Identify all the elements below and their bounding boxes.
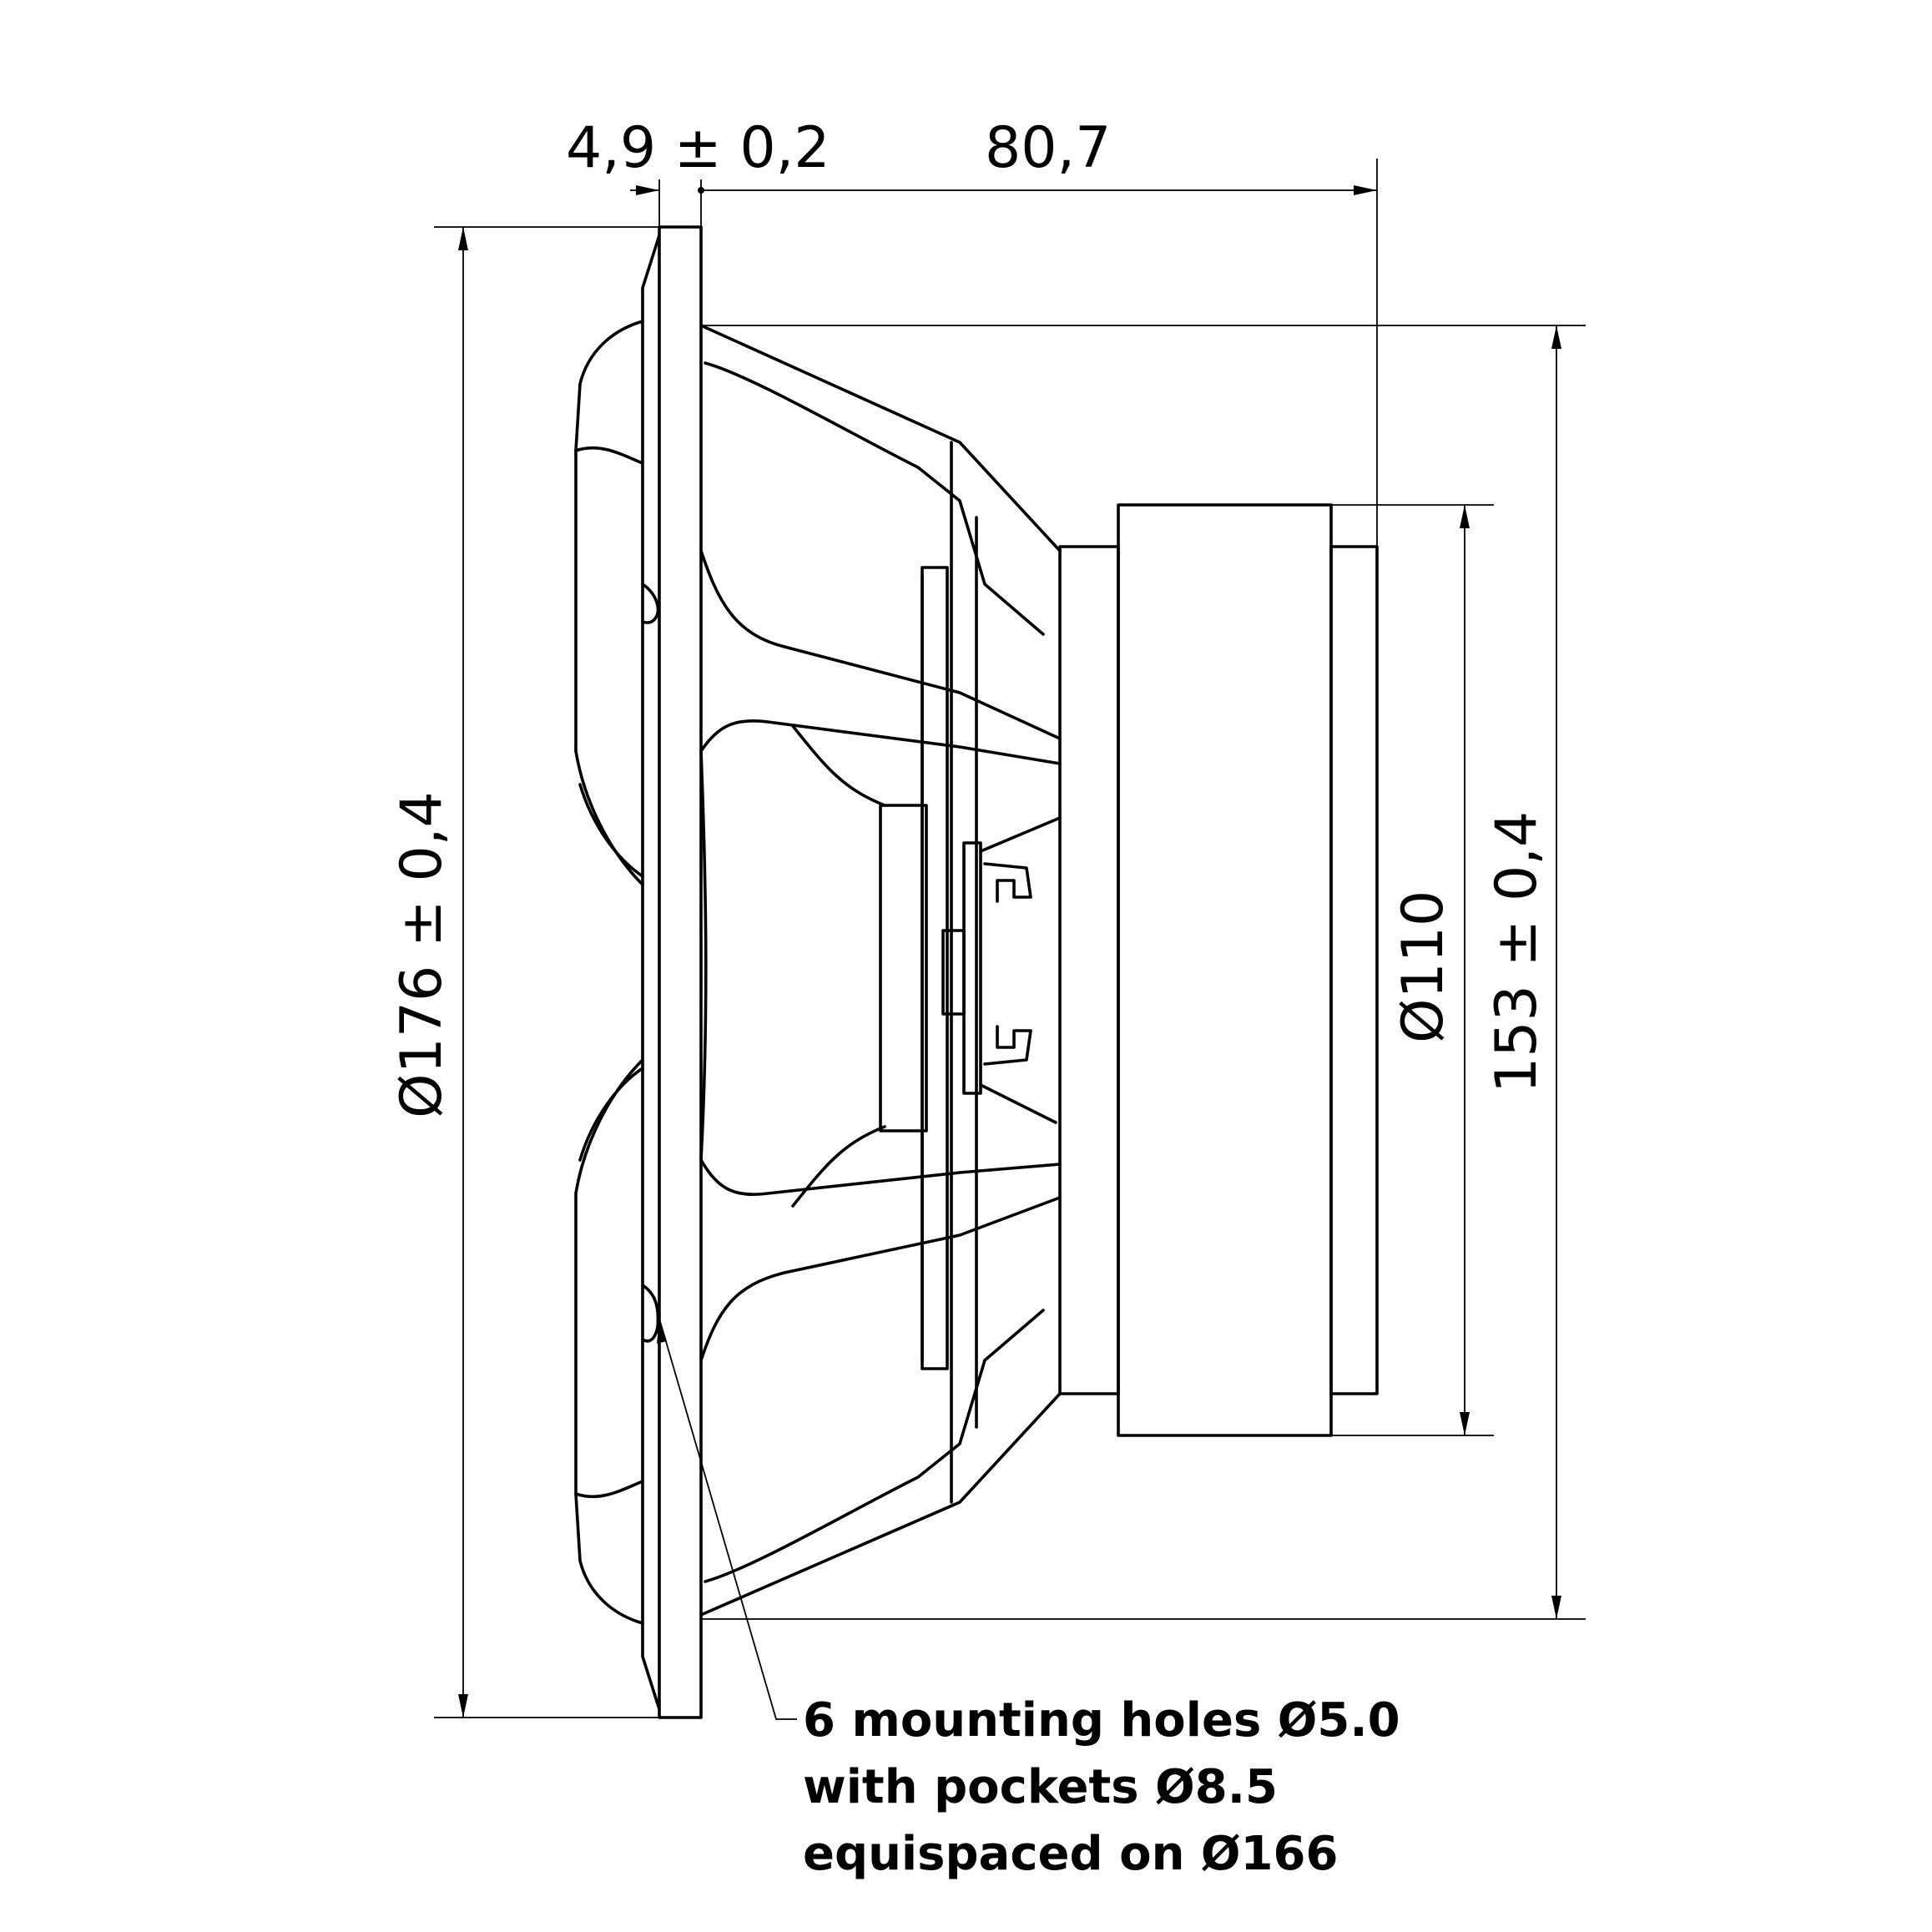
basket-arm-bottom [699,1392,1062,1617]
arrow-od-top [458,227,468,250]
cone-edge-bottom-2 [578,1067,644,1162]
mounting-note: 6 mounting holes Ø5.0 with pockets Ø8.5 … [803,1693,1400,1881]
cone-edge-top [574,749,644,886]
arrow-od-bottom [458,1694,468,1718]
lead-wire-top [979,816,1062,853]
inner-chamber [699,749,708,1162]
dimension-lines [434,159,1586,1720]
voice-coil-former [879,804,928,1132]
dim-baffle-cutout: 153 ± 0,4 [1484,811,1550,1093]
cone-inner-curve-bottom [791,1125,886,1208]
surround-top [574,320,644,465]
basket-rib-top [699,549,1062,740]
basket-arm-top [699,324,1062,552]
note-line-2: with pockets Ø8.5 [803,1760,1278,1814]
basket-rib-bottom-2 [699,1158,1062,1196]
note-leader [658,1318,797,1720]
dim-mounting-depth: 80,7 [985,115,1111,181]
arrow-cutout-bottom [1551,1596,1561,1619]
arrow-thickness [636,185,659,195]
terminal-top [983,862,1032,903]
cone-inner-curve-top [791,724,886,807]
dim-flange-thickness: 4,9 ± 0,2 [566,115,830,181]
mount-pocket-bottom [641,1284,660,1343]
arrow-cutout-top [1551,325,1561,349]
basket-arm-top-inner [704,361,1045,636]
arrow-note [657,1319,667,1344]
speaker-outline [574,225,1379,1719]
back-plate [1329,545,1379,1395]
cone-edge-top-2 [578,783,644,878]
note-line-3: equispaced on Ø166 [803,1827,1338,1881]
basket-rib-bottom [699,1196,1062,1362]
front-flange [658,225,703,1719]
dim-magnet-diameter: Ø110 [1390,890,1456,1043]
basket-rib-top-2 [699,719,1062,765]
dim-outer-diameter: Ø176 ± 0,4 [389,791,455,1118]
arrow-depth [1354,185,1377,195]
surround-bottom [574,1480,644,1625]
front-plate [1058,545,1120,1395]
magnet [1117,503,1333,1437]
terminal-bottom [983,1025,1032,1066]
cone-edge-bottom [574,1058,644,1195]
lead-wire-bottom [979,1083,1057,1124]
coil-detail [941,929,966,1016]
arrow-magnet-bottom [1460,1412,1470,1435]
rim-gasket [641,234,661,1711]
mount-pocket-top [641,583,660,624]
terminal-block [962,841,982,1095]
arrow-magnet-top [1460,505,1470,528]
note-line-1: 6 mounting holes Ø5.0 [803,1693,1400,1748]
basket-arm-bottom-inner [704,1309,1045,1583]
